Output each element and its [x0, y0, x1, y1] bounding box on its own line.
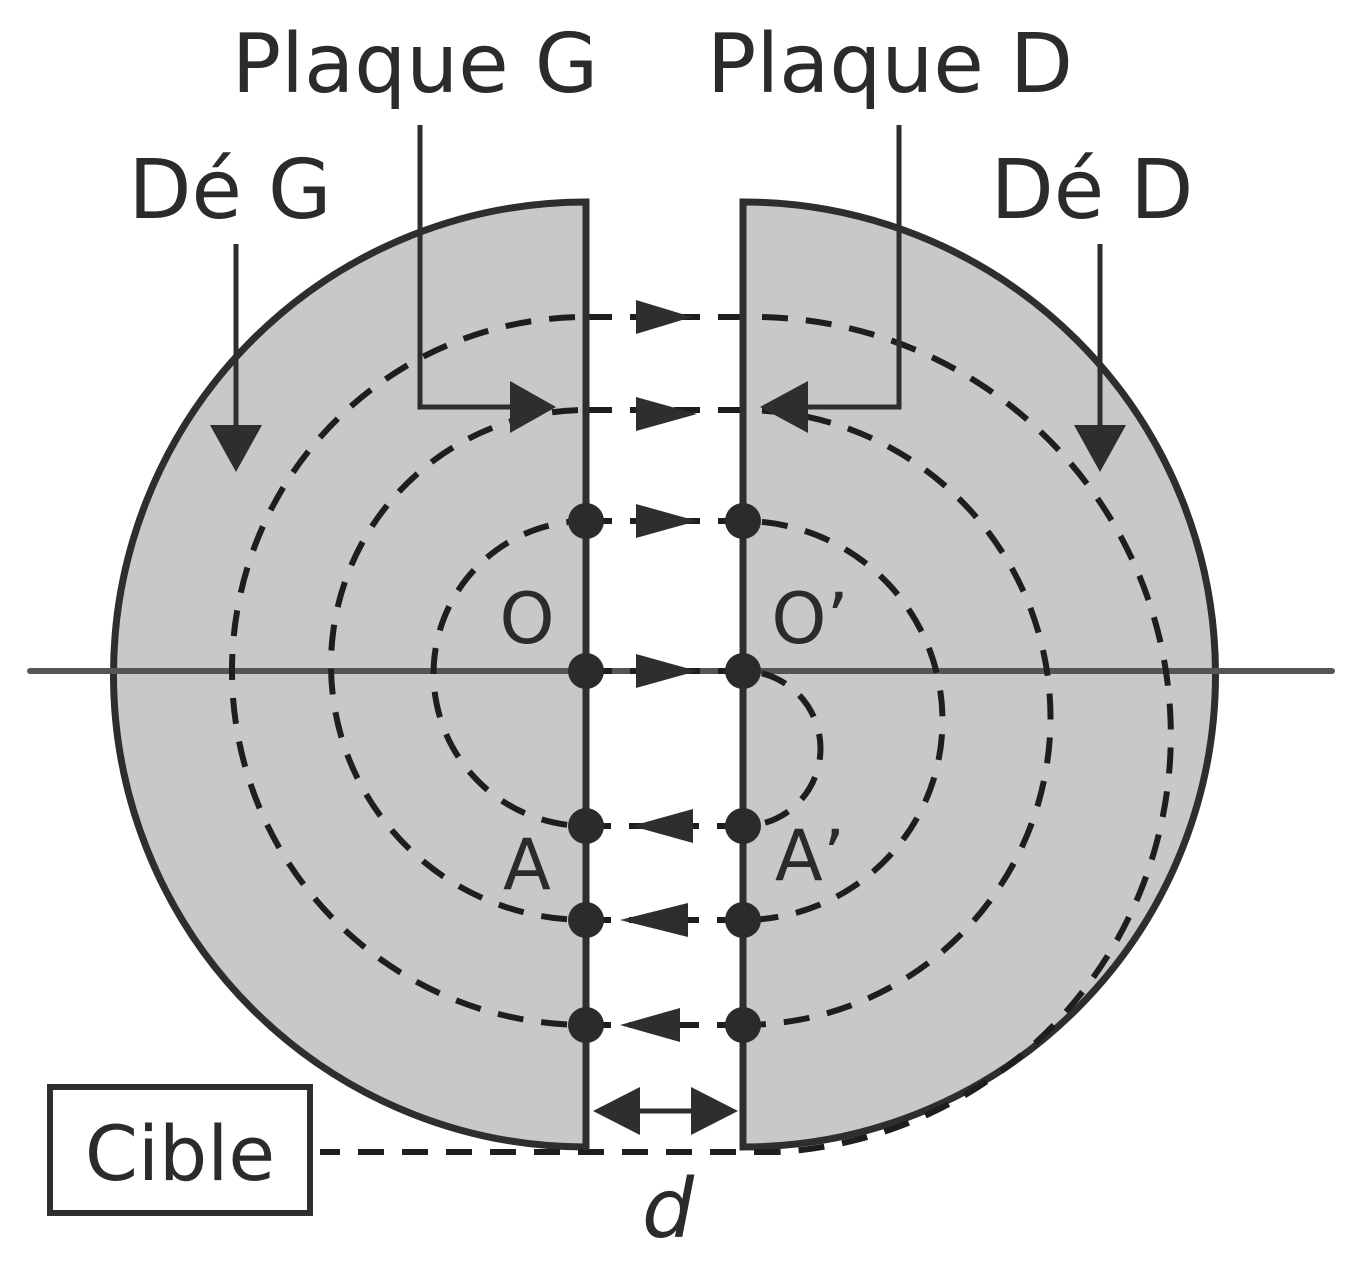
dee-left	[110, 198, 590, 1151]
label-plaque-g: Plaque G	[232, 17, 599, 112]
label-point-a: A	[503, 824, 551, 906]
label-de-g: Dé G	[128, 143, 331, 238]
cible-box	[47, 1084, 313, 1216]
label-point-a-prime: A’	[775, 815, 845, 897]
label-cible: Cible	[85, 1109, 275, 1198]
leader-plaque-d	[760, 125, 902, 433]
leader-de-g	[210, 244, 262, 472]
label-point-o-prime: O’	[771, 578, 848, 660]
label-plaque-d: Plaque D	[707, 17, 1073, 112]
particle-trajectory	[229, 313, 1174, 1155]
distance-arrow	[593, 1087, 738, 1135]
dee-right	[739, 198, 1219, 1151]
label-distance-d: d	[642, 1162, 695, 1257]
points	[568, 503, 761, 1043]
label-point-o: O	[499, 578, 554, 660]
leader-de-d	[1074, 244, 1126, 472]
label-de-d: Dé D	[991, 143, 1194, 238]
direction-arrows	[620, 300, 697, 1042]
leader-plaque-g	[417, 125, 556, 433]
